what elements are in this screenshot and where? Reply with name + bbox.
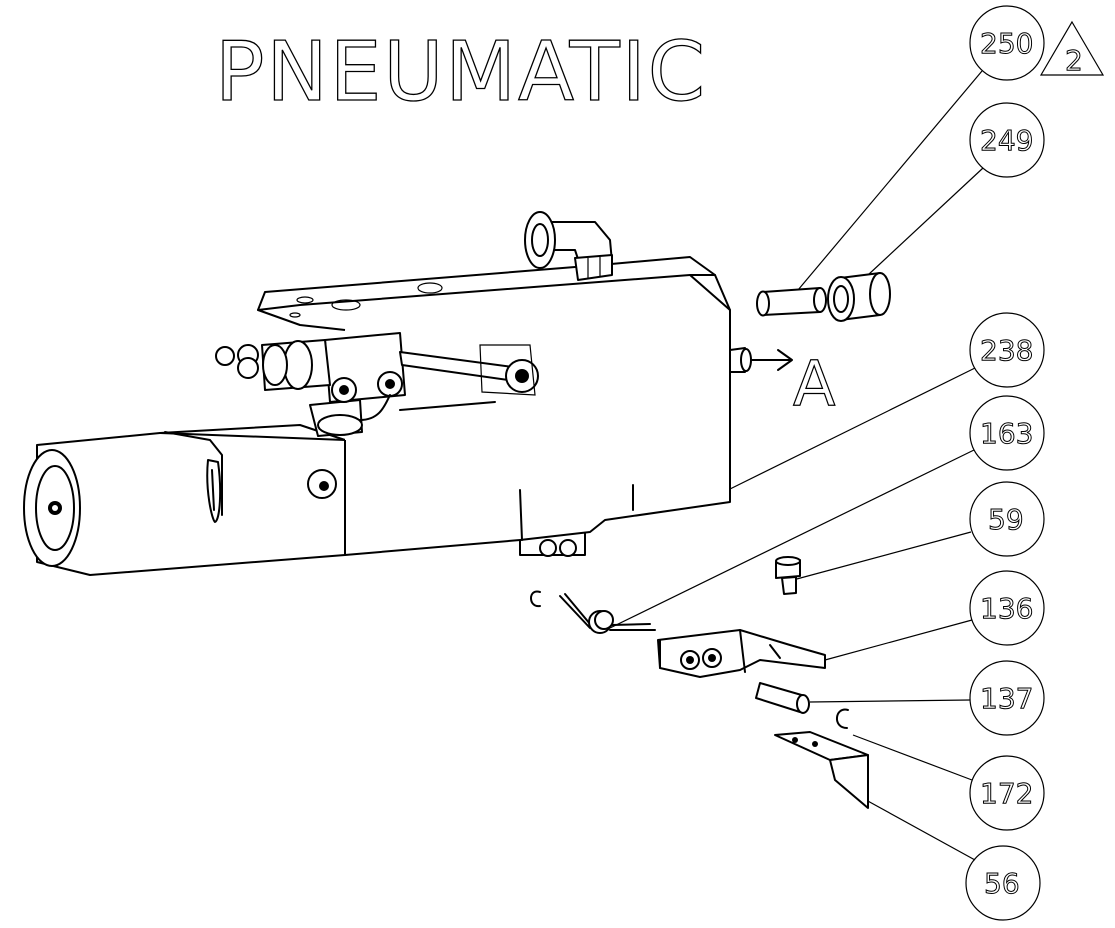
balloon-163: 163 (969, 395, 1045, 471)
balloon-136: 136 (969, 570, 1045, 646)
balloon-label-163: 163 (980, 417, 1033, 450)
revision-triangle: 2 (1039, 20, 1105, 78)
balloon-label-172: 172 (980, 777, 1033, 810)
part-163-spring (530, 590, 656, 634)
balloon-59: 59 (969, 481, 1045, 557)
balloon-label-250: 250 (980, 27, 1033, 60)
balloon-172: 172 (969, 755, 1045, 831)
view-a-label: A (793, 347, 835, 420)
part-59-bolt (775, 556, 801, 595)
balloon-label-59: 59 (988, 503, 1024, 536)
balloon-56: 56 (965, 845, 1041, 921)
valve-subassembly (215, 332, 539, 437)
part-137-pin (755, 682, 810, 714)
balloon-label-238: 238 (980, 334, 1033, 367)
balloon-249: 249 (969, 102, 1045, 178)
leader-lines (609, 70, 984, 861)
part-249-bushing (827, 272, 891, 322)
diagram-title: PNEUMATIC (215, 25, 725, 120)
balloon-238: 238 (969, 312, 1045, 388)
balloon-label-137: 137 (980, 682, 1033, 715)
balloon-label-56: 56 (984, 867, 1020, 900)
part-172-clip (836, 708, 849, 729)
valve-block (257, 256, 752, 557)
part-136-clevis (657, 629, 826, 678)
balloon-label-249: 249 (980, 124, 1033, 157)
balloon-250: 250 (969, 5, 1045, 81)
view-a-arrow: A (751, 346, 836, 421)
balloon-label-136: 136 (980, 592, 1033, 625)
part-56-bracket (774, 731, 869, 809)
revision-number: 2 (1065, 44, 1083, 77)
part-250-pin (756, 287, 827, 317)
cylinder-housing (23, 424, 346, 576)
balloon-137: 137 (969, 660, 1045, 736)
elbow-fitting (524, 211, 613, 281)
